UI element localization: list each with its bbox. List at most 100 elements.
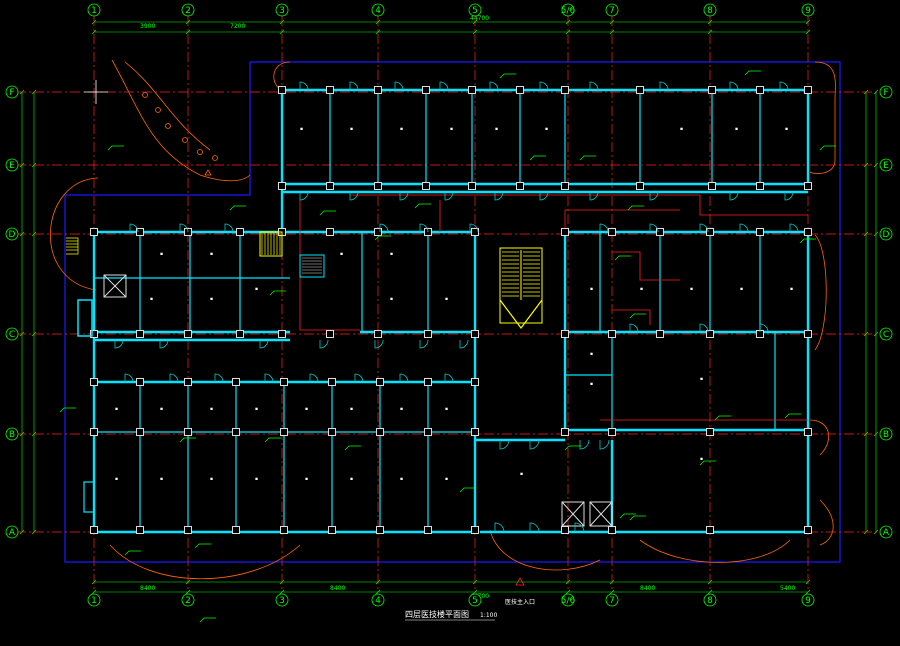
svg-text:▪: ▪ xyxy=(350,477,353,482)
svg-text:E: E xyxy=(883,161,889,171)
service-lines xyxy=(299,194,808,421)
elevators xyxy=(77,274,613,527)
svg-text:7: 7 xyxy=(609,596,615,606)
svg-text:▪: ▪ xyxy=(495,127,498,132)
svg-text:▪: ▪ xyxy=(450,127,453,132)
svg-text:8: 8 xyxy=(707,596,713,606)
axis-bubble-top-8: 9 xyxy=(801,3,815,17)
svg-text:B: B xyxy=(883,430,889,440)
svg-text:▪: ▪ xyxy=(400,407,403,412)
svg-text:A: A xyxy=(9,528,16,538)
svg-text:▪: ▪ xyxy=(520,472,523,477)
svg-text:▪: ▪ xyxy=(590,287,593,292)
svg-text:2: 2 xyxy=(185,6,191,16)
svg-text:5: 5 xyxy=(472,596,478,606)
landscape-curves xyxy=(50,59,836,580)
dimension-text: 3900 7200 44700 8400 8400 44700 8400 540… xyxy=(140,15,795,600)
svg-text:▪: ▪ xyxy=(210,477,213,482)
svg-text:A: A xyxy=(883,528,890,538)
main-stair xyxy=(499,247,543,329)
svg-text:▪: ▪ xyxy=(735,127,738,132)
axis-bubble-bottom-2: 3 xyxy=(275,593,289,607)
svg-text:9: 9 xyxy=(805,6,811,16)
grid-axes xyxy=(16,16,884,592)
svg-text:▪: ▪ xyxy=(740,287,743,292)
walls xyxy=(92,88,810,534)
svg-text:D: D xyxy=(9,230,16,240)
svg-text:7: 7 xyxy=(609,6,615,16)
svg-text:▪: ▪ xyxy=(640,287,643,292)
svg-text:8400: 8400 xyxy=(140,585,155,592)
axis-bubble-top-1: 2 xyxy=(181,3,195,17)
axis-bubble-right-C: C xyxy=(879,327,893,341)
svg-text:8: 8 xyxy=(707,6,713,16)
secondary-stair xyxy=(259,231,325,278)
svg-text:▪: ▪ xyxy=(160,407,163,412)
svg-text:3: 3 xyxy=(279,596,285,606)
svg-text:5/6: 5/6 xyxy=(561,596,576,606)
svg-text:▪: ▪ xyxy=(350,407,353,412)
svg-text:▪: ▪ xyxy=(160,477,163,482)
svg-text:5: 5 xyxy=(472,6,478,16)
svg-text:▪: ▪ xyxy=(210,297,213,302)
svg-text:▪: ▪ xyxy=(680,127,683,132)
crosshair-cursor xyxy=(84,80,108,104)
svg-text:▪: ▪ xyxy=(545,127,548,132)
svg-text:F: F xyxy=(883,88,888,98)
building-outline xyxy=(64,61,841,563)
door-swings xyxy=(114,81,799,533)
svg-text:4: 4 xyxy=(375,596,381,606)
svg-text:D: D xyxy=(883,230,890,240)
svg-text:▪: ▪ xyxy=(115,407,118,412)
svg-text:▪: ▪ xyxy=(400,477,403,482)
svg-text:▪: ▪ xyxy=(350,127,353,132)
dimension-lines xyxy=(19,19,879,595)
axis-bubble-bottom-1: 2 xyxy=(181,593,195,607)
svg-text:9: 9 xyxy=(805,596,811,606)
axis-bubble-bottom-4: 5 xyxy=(468,593,482,607)
axis-bubble-bottom-6: 7 xyxy=(605,593,619,607)
axis-bubble-top-2: 3 xyxy=(275,3,289,17)
axis-bubble-top-3: 4 xyxy=(371,3,385,17)
axis-bubble-right-F: F xyxy=(879,85,893,99)
svg-text:8400: 8400 xyxy=(640,585,655,592)
svg-text:▪: ▪ xyxy=(400,127,403,132)
svg-text:▪: ▪ xyxy=(790,287,793,292)
svg-text:▪: ▪ xyxy=(340,252,343,257)
svg-text:7200: 7200 xyxy=(230,23,245,30)
svg-text:▪: ▪ xyxy=(150,297,153,302)
svg-text:3900: 3900 xyxy=(140,23,155,30)
svg-text:▪: ▪ xyxy=(255,407,258,412)
axis-bubble-left-D: D xyxy=(5,227,19,241)
svg-text:▪: ▪ xyxy=(210,252,213,257)
svg-text:▪: ▪ xyxy=(305,407,308,412)
svg-text:▪: ▪ xyxy=(445,297,448,302)
axis-bubble-top-0: 1 xyxy=(87,3,101,17)
svg-text:▪: ▪ xyxy=(255,287,258,292)
svg-text:E: E xyxy=(9,161,15,171)
svg-text:▪: ▪ xyxy=(700,377,703,382)
axis-bubble-right-D: D xyxy=(879,227,893,241)
axis-bubble-left-C: C xyxy=(5,327,19,341)
axis-bubble-bottom-5: 5/6 xyxy=(561,593,576,607)
entrance-label: 医技主入口 xyxy=(505,598,535,606)
svg-text:▪: ▪ xyxy=(445,407,448,412)
elevation-markers xyxy=(59,70,836,623)
structural-columns xyxy=(90,86,812,534)
svg-text:1: 1 xyxy=(91,6,97,16)
svg-text:8400: 8400 xyxy=(330,585,345,592)
entrance-arrow xyxy=(515,577,525,586)
axis-bubble-right-B: B xyxy=(879,427,893,441)
room-partitions xyxy=(94,90,776,532)
axis-bubble-left-F: F xyxy=(5,85,19,99)
svg-text:▪: ▪ xyxy=(590,352,593,357)
svg-text:▪: ▪ xyxy=(115,477,118,482)
svg-text:▪: ▪ xyxy=(305,477,308,482)
axis-bubble-top-4: 5 xyxy=(468,3,482,17)
axis-bubble-bottom-8: 9 xyxy=(801,593,815,607)
svg-text:▪: ▪ xyxy=(390,297,393,302)
axis-bubble-bottom-0: 1 xyxy=(87,593,101,607)
landscape-markers xyxy=(142,92,218,176)
svg-text:3: 3 xyxy=(279,6,285,16)
